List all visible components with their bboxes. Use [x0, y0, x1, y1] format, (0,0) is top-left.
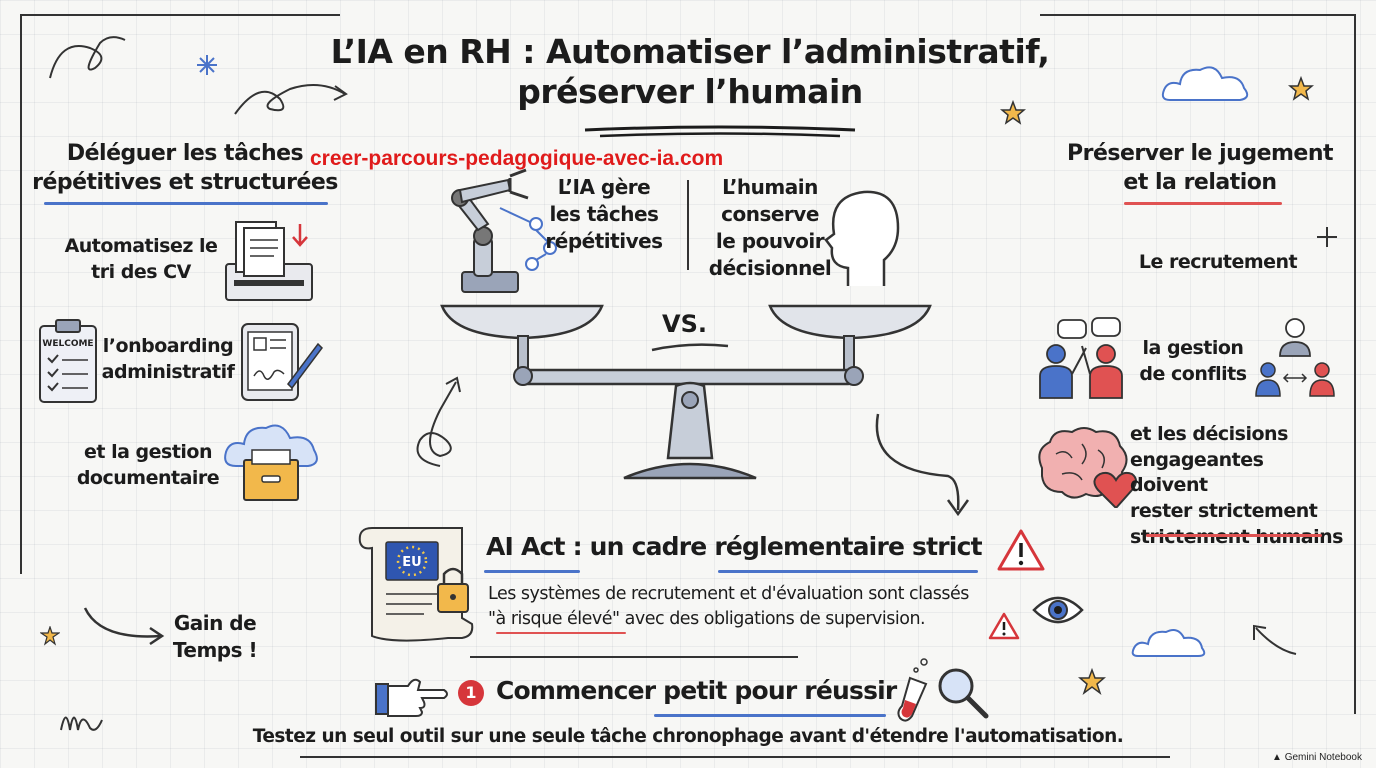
center-divider: [687, 180, 689, 270]
left-section-heading: Déléguer les tâches répétitives et struc…: [32, 141, 338, 195]
curved-arrow-icon: [83, 607, 165, 646]
star-icon: [1078, 668, 1106, 696]
start-small-underline: [654, 714, 886, 717]
ai-act-underline: [484, 570, 580, 573]
magnifier-icon: [938, 668, 989, 719]
title-line-1: L’IA en RH : Automatiser l’administratif…: [330, 32, 1050, 71]
high-risk-underline: [496, 632, 626, 634]
frame-left: [20, 14, 22, 574]
star-icon: [40, 626, 60, 646]
star-icon: [1000, 100, 1026, 125]
frame-top-left: [20, 14, 340, 16]
frame-right: [1354, 14, 1356, 714]
page-title: L’IA en RH : Automatiser l’administratif…: [300, 32, 1080, 111]
ai-act-underline-2: [718, 570, 978, 573]
list-item-onboarding: l’onboarding administratif: [101, 335, 235, 383]
pointing-hand-icon: [375, 678, 448, 717]
step-number-badge: 1: [458, 680, 484, 706]
star-icon: [1288, 76, 1314, 101]
scribble-icon: [60, 716, 103, 731]
right-section-heading: Préserver le jugement et la relation: [1066, 141, 1334, 195]
ai-act-body: Les systèmes de recrutement et d'évaluat…: [488, 584, 969, 629]
start-small-body: Testez un seul outil sur une seule tâche…: [252, 726, 1124, 747]
decision-label: et les décisions engageantes doivent res…: [1130, 423, 1343, 548]
vs-underline: [651, 343, 729, 352]
left-heading-underline: [44, 202, 328, 205]
cloud-icon: [1161, 66, 1249, 101]
test-tube-icon: [897, 658, 928, 722]
frame-bottom: [300, 756, 1170, 758]
sparkle-icon: [1317, 227, 1337, 247]
eu-scroll-lock-icon: EU: [358, 527, 474, 642]
warning-icon: [997, 529, 1045, 571]
welcome-label: WELCOME: [42, 339, 93, 349]
ai-handles-label: L’IA gère les tâches répétitives: [545, 175, 663, 253]
list-item-document-management: et la gestion documentaire: [76, 441, 220, 489]
ai-act-heading: AI Act : un cadre réglementaire strict: [486, 532, 983, 561]
tablet-signature-icon: [241, 323, 323, 401]
document-sorter-icon: [225, 221, 313, 301]
warning-icon: [988, 612, 1020, 640]
sparkle-icon: [197, 55, 217, 75]
welcome-clipboard-icon: WELCOME: [39, 319, 97, 403]
human-head-icon: [824, 190, 900, 286]
people-discussion-icon: [1039, 317, 1123, 399]
decision-underline: [1146, 534, 1322, 537]
title-line-2: préserver l’humain: [517, 71, 863, 111]
brain-heart-icon: [1038, 427, 1137, 508]
curly-arrow-icon: [234, 84, 348, 115]
frame-top-right: [1040, 14, 1356, 16]
human-decides-label: L’humain conserve le pouvoir décisionnel: [708, 175, 832, 280]
brand-footer: ▲ Gemini Notebook: [1272, 752, 1362, 763]
title-underline: [584, 125, 856, 138]
brand-logo-icon: ▲: [1272, 752, 1282, 763]
eye-icon: [1032, 596, 1084, 624]
versus-label: VS.: [662, 310, 707, 338]
cloud-icon: [1131, 629, 1206, 657]
start-small-heading: Commencer petit pour réussir: [496, 676, 897, 705]
balance-scale-icon: [440, 304, 932, 480]
watermark-url[interactable]: creer-parcours-pedagogique-avec-ia.com: [310, 147, 724, 170]
robot-arm-icon: [451, 168, 557, 293]
time-saving-label: Gain de Temps !: [172, 611, 258, 662]
right-heading-underline: [1124, 202, 1282, 205]
eu-label: EU: [402, 555, 421, 570]
cloud-archive-icon: [224, 424, 318, 501]
section-divider: [470, 656, 798, 658]
doodle-swirl-icon: [49, 36, 126, 79]
conflict-label: la gestion de conflits: [1139, 337, 1247, 385]
down-arrow-icon: [875, 413, 970, 517]
recruitment-label: Le recrutement: [1138, 251, 1298, 273]
loop-arrow-icon: [416, 376, 461, 467]
list-item-cv-sorting: Automatisez le tri des CV: [64, 235, 218, 283]
diagonal-arrow-icon: [1253, 624, 1297, 655]
mediation-icon: [1255, 318, 1335, 397]
